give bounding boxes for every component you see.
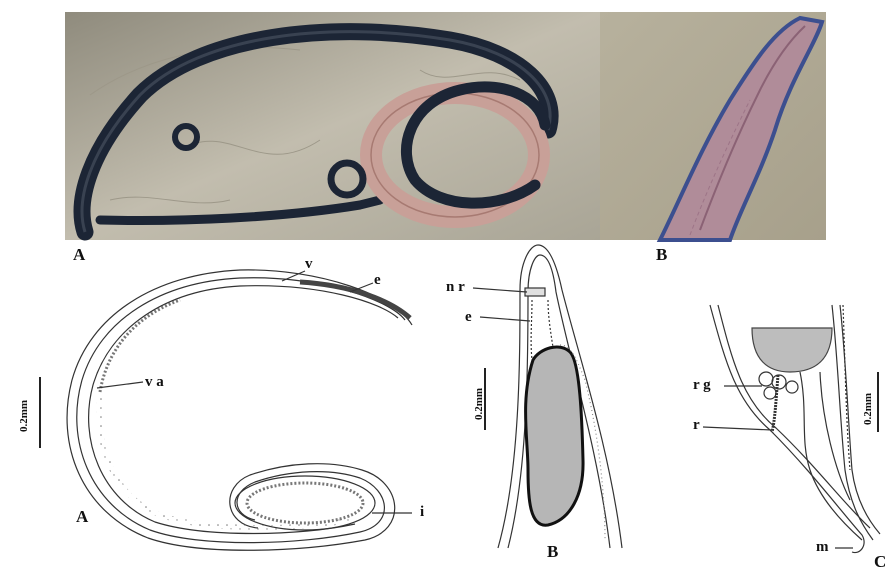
drawing-a-label-v: v [305, 257, 313, 272]
drawing-a [40, 270, 412, 550]
drawing-b-label-e: e [465, 310, 472, 325]
drawing-c-label-m: m [816, 540, 829, 555]
drawing-b-label: B [547, 543, 558, 560]
drawing-a-label-va: v a [145, 375, 164, 390]
drawing-c-label-rg: r g [693, 378, 711, 393]
photo-a [65, 12, 600, 240]
drawing-a-scale: 0.2mm [18, 400, 30, 432]
drawing-a-label-i: i [420, 505, 424, 520]
drawing-a-label-e: e [374, 273, 381, 288]
photo-b-label: B [656, 246, 667, 263]
drawing-c-label: C [874, 553, 885, 570]
drawing-b [473, 245, 622, 548]
photo-a-label: A [73, 246, 85, 263]
photo-b [600, 12, 826, 240]
drawing-b-scale: 0.2mm [473, 388, 485, 420]
drawing-c [703, 305, 880, 553]
drawing-c-label-r: r [693, 418, 700, 433]
drawing-c-scale: 0.2mm [862, 393, 874, 425]
drawing-b-label-nr: n r [446, 280, 465, 295]
drawing-a-label: A [76, 508, 88, 525]
